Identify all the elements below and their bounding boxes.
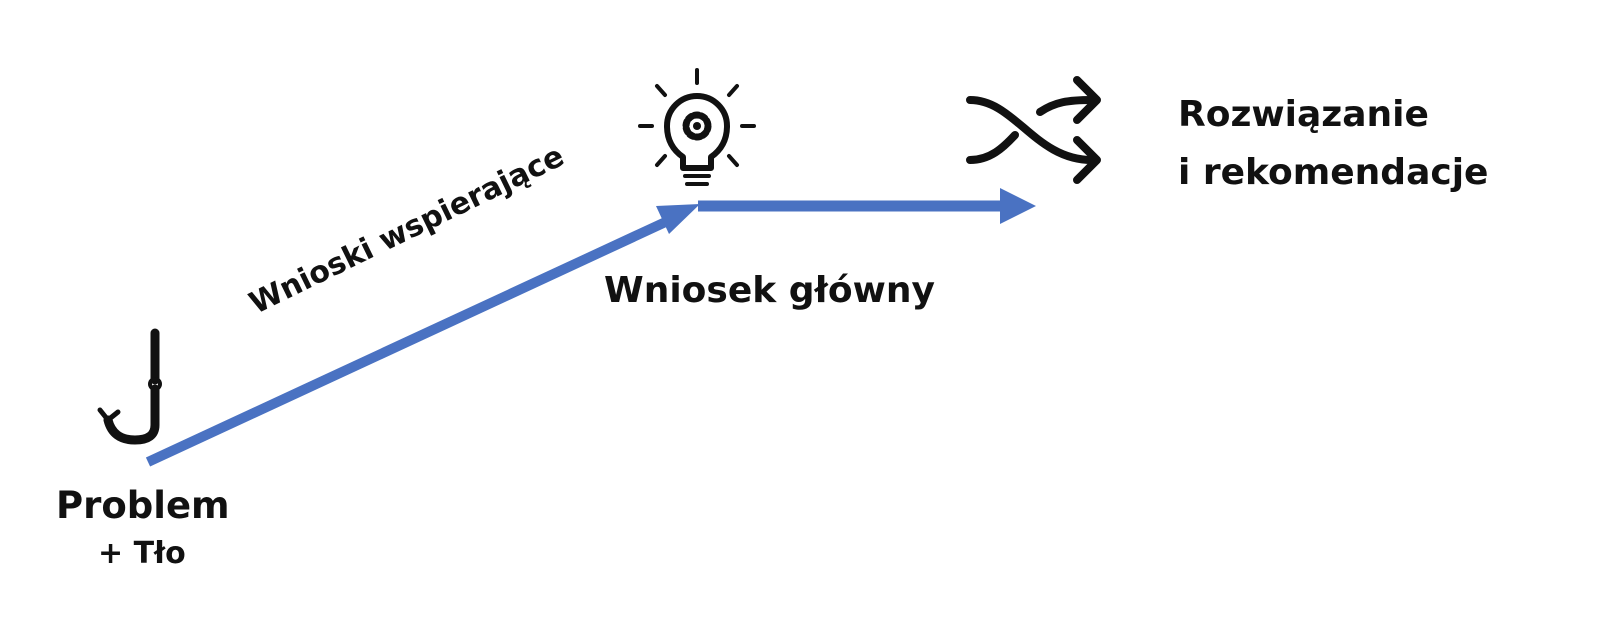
fishhook-icon [97,328,162,445]
arrow-supporting [145,204,700,467]
node-label-problem: Problem [56,484,230,527]
node-sublabel-background: + Tło [98,536,186,571]
arrow-supporting-head [656,204,700,234]
node-label-solution: Rozwiązanie [1178,94,1429,135]
lightbulb-gear-icon [638,68,756,186]
arrow-to-solution [698,188,1036,224]
node-label-main-conclusion: Wniosek główny [604,270,935,311]
arrow-to-solution-head [1000,188,1036,224]
arrow-supporting-shaft [145,214,675,467]
shuffle-arrows-icon [966,76,1101,184]
node-label-recommendations: i rekomendacje [1178,152,1489,193]
